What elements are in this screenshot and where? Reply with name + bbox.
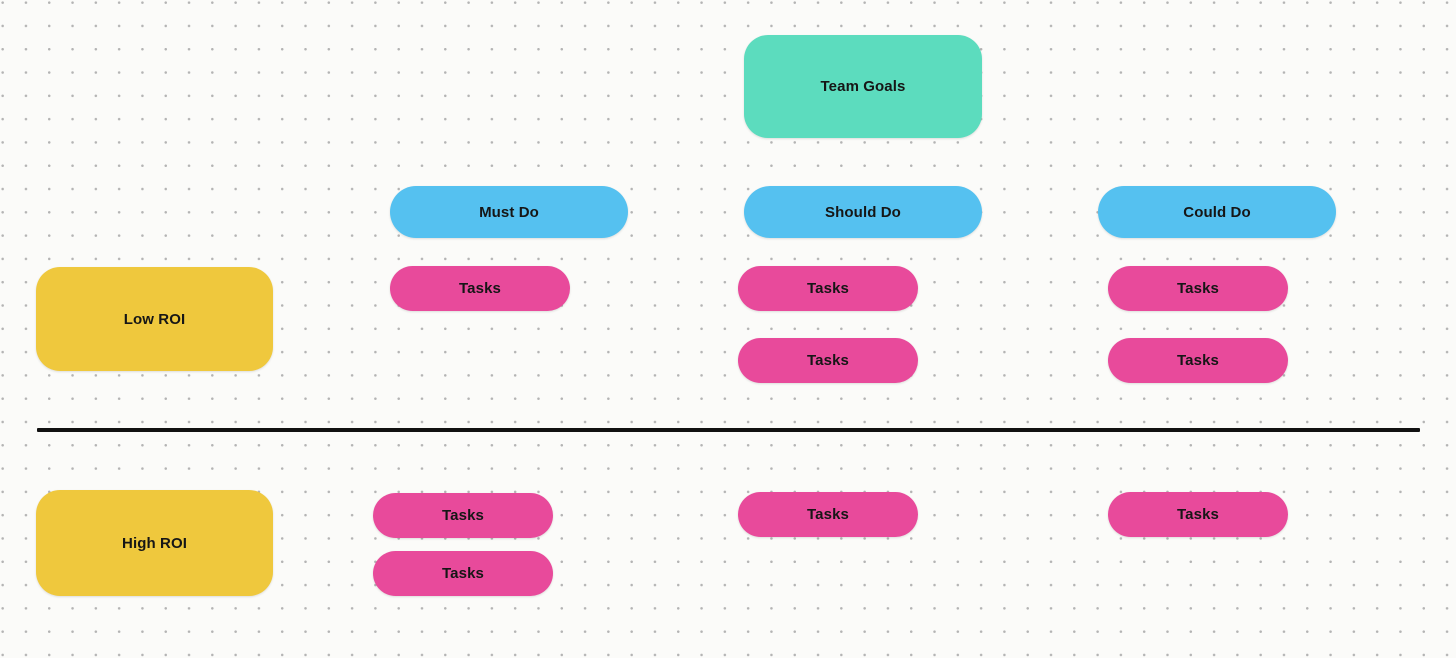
row-label-high-roi[interactable]: High ROI — [36, 490, 273, 596]
task-pill-upper-coulddo-2[interactable]: Tasks — [1108, 338, 1288, 383]
task-pill-lower-mustdo-2[interactable]: Tasks — [373, 551, 553, 596]
category-pill-should-do[interactable]: Should Do — [744, 186, 982, 238]
roi-divider-line — [37, 428, 1420, 432]
task-pill-lower-shoulddo-1[interactable]: Tasks — [738, 492, 918, 537]
task-pill-upper-coulddo-1[interactable]: Tasks — [1108, 266, 1288, 311]
task-pill-lower-mustdo-1[interactable]: Tasks — [373, 493, 553, 538]
team-goals-node[interactable]: Team Goals — [744, 35, 982, 138]
task-pill-upper-shoulddo-1[interactable]: Tasks — [738, 266, 918, 311]
task-pill-upper-mustdo-1[interactable]: Tasks — [390, 266, 570, 311]
task-pill-upper-shoulddo-2[interactable]: Tasks — [738, 338, 918, 383]
category-pill-could-do[interactable]: Could Do — [1098, 186, 1336, 238]
row-label-low-roi[interactable]: Low ROI — [36, 267, 273, 371]
category-pill-must-do[interactable]: Must Do — [390, 186, 628, 238]
task-pill-lower-coulddo-1[interactable]: Tasks — [1108, 492, 1288, 537]
